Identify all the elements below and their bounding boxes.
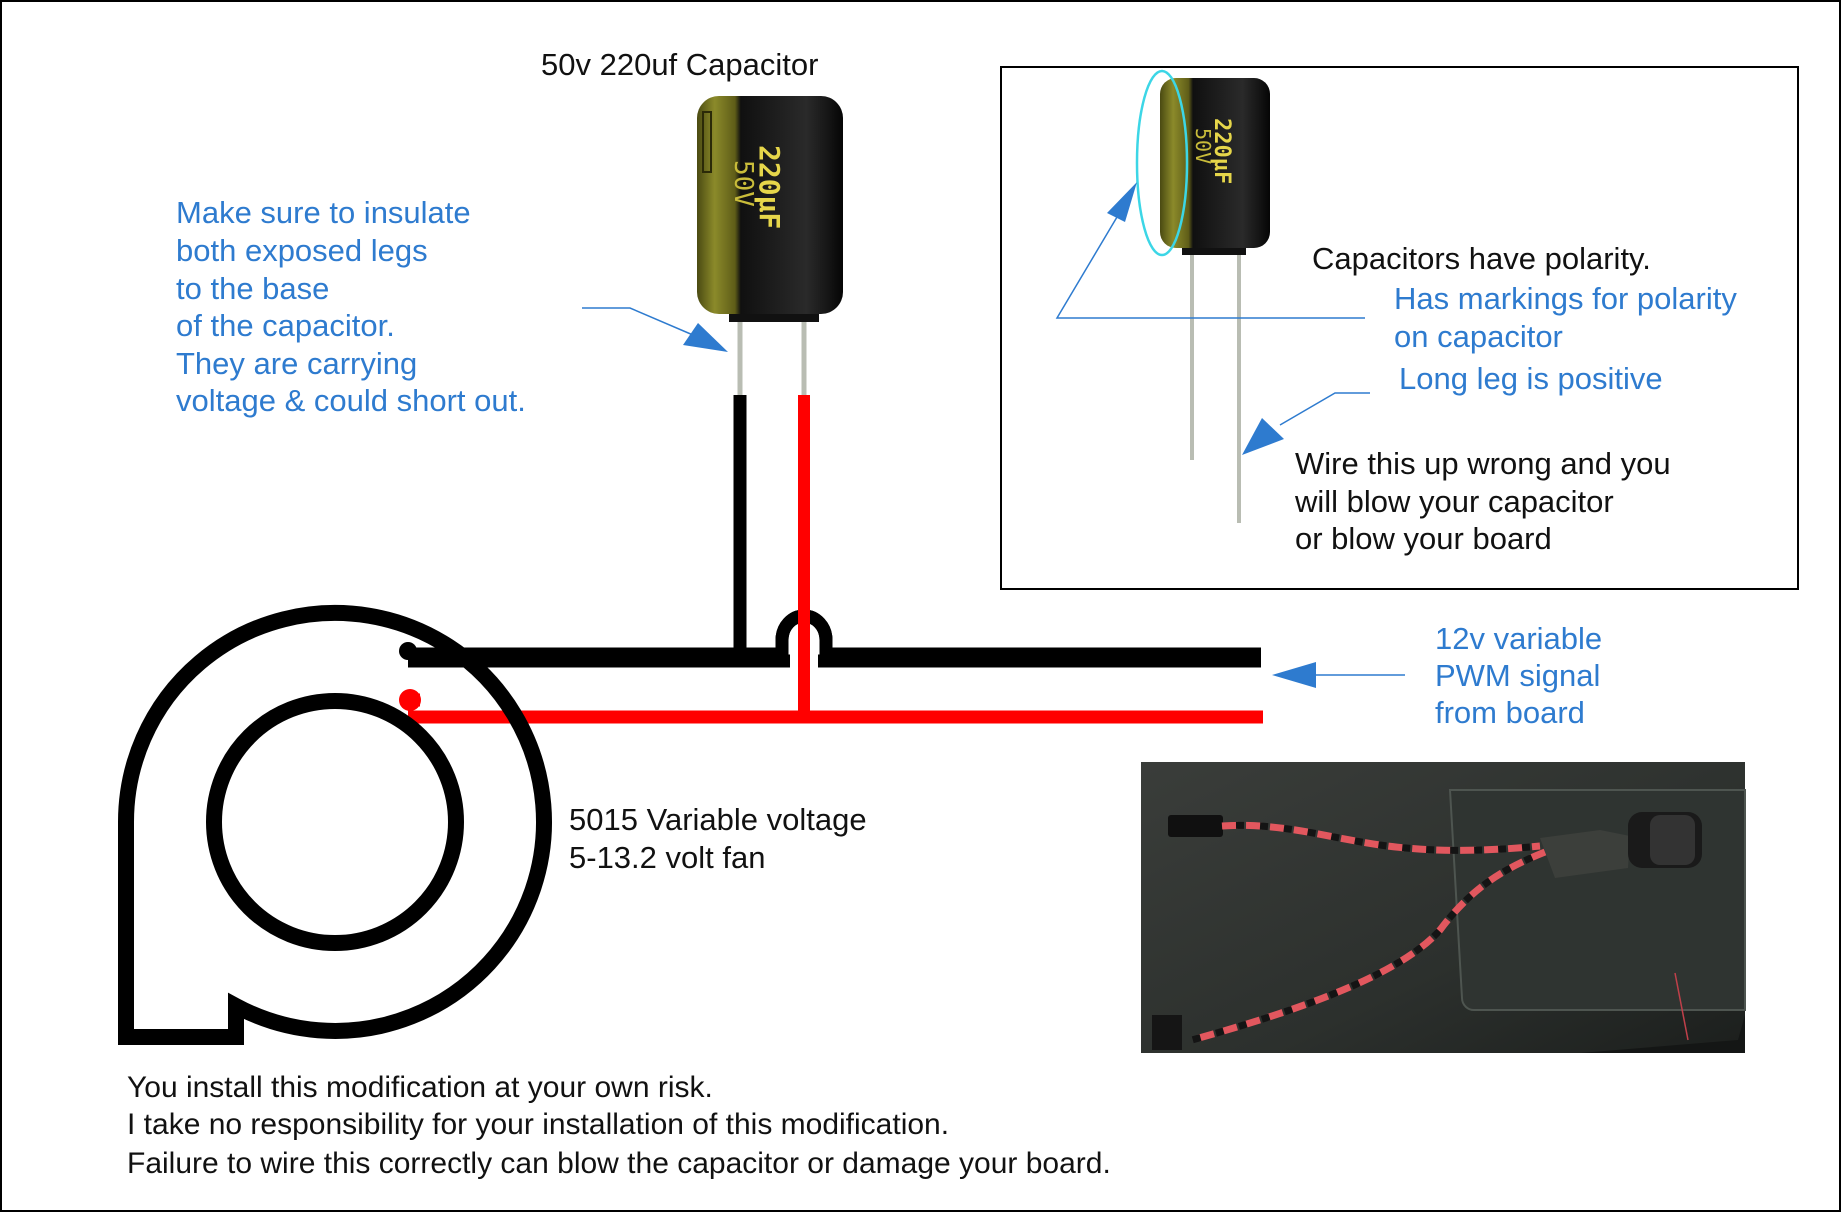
pwm-note-line: 12v variable — [1435, 621, 1603, 656]
long-leg-pointer-arrow — [1242, 392, 1370, 455]
pwm-pointer-arrow — [1272, 662, 1405, 688]
markings-note-line: Has markings for polarity — [1394, 281, 1737, 316]
fan-hub-circle — [206, 693, 464, 951]
capacitor-marking-voltage: 50V — [728, 160, 758, 207]
insulate-note-line: They are carrying — [176, 346, 418, 381]
fan-label-line: 5015 Variable voltage — [569, 802, 867, 837]
polarity-heading: Capacitors have polarity. — [1312, 241, 1651, 276]
pwm-note-line: from board — [1435, 695, 1585, 730]
capacitor-body — [697, 96, 843, 314]
insulate-pointer-arrow — [582, 307, 728, 352]
fan-blower-outline — [118, 605, 552, 1045]
polarity-info-box — [1000, 66, 1799, 590]
fan-label-line: 5-13.2 volt fan — [569, 840, 766, 875]
capacitor-marking-capacitance: 220µF — [753, 145, 786, 229]
markings-note-line: on capacitor — [1394, 319, 1563, 354]
capacitor-title: 50v 220uf Capacitor — [541, 47, 819, 82]
warning-line: Wire this up wrong and you — [1295, 446, 1671, 481]
markings-pointer-arrow — [1055, 182, 1365, 319]
insulate-note-line: of the capacitor. — [176, 308, 395, 343]
svg-text:220µF: 220µF — [1209, 118, 1234, 184]
capacitor-photo-small: 220µF 50V — [1160, 78, 1270, 523]
disclaimer-line: You install this modification at your ow… — [127, 1071, 713, 1104]
long-leg-note: Long leg is positive — [1399, 361, 1663, 396]
insulate-note-line: to the base — [176, 271, 330, 306]
svg-text:50V: 50V — [1191, 128, 1215, 164]
warning-line: or blow your board — [1295, 521, 1552, 556]
insulate-note-line: both exposed legs — [176, 233, 428, 268]
disclaimer-line: I take no responsibility for your instal… — [127, 1108, 950, 1141]
insulate-note-line: voltage & could short out. — [176, 383, 526, 418]
capacitor-photo-main: 220µF 50V — [697, 96, 843, 400]
warning-line: will blow your capacitor — [1295, 484, 1614, 519]
fan-black-terminal — [399, 642, 417, 660]
disclaimer-line: Failure to wire this correctly can blow … — [127, 1147, 1111, 1180]
wired-capacitor-photo — [1141, 762, 1746, 1053]
polarity-stripe-highlight — [1135, 69, 1189, 257]
black-signal-wire — [408, 609, 1261, 661]
insulate-note-line: Make sure to insulate — [176, 195, 471, 230]
pwm-note-line: PWM signal — [1435, 658, 1601, 693]
